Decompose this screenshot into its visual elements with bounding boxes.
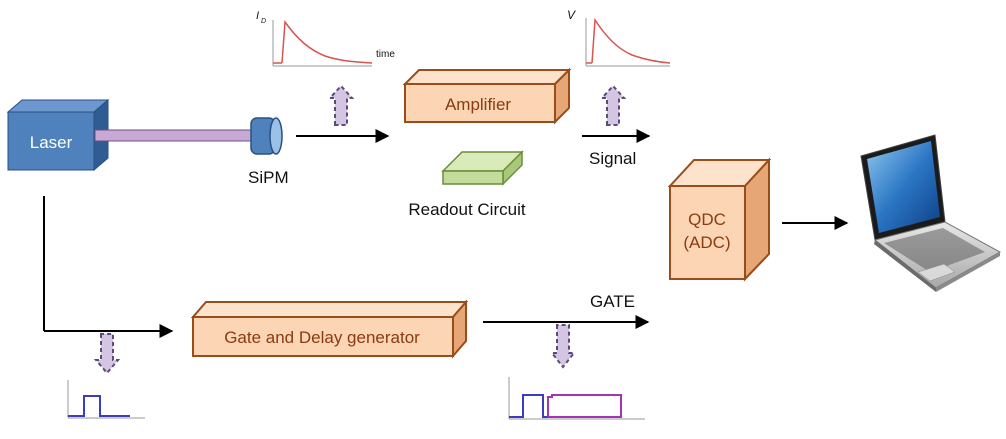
sipm-label: SiPM <box>248 168 289 187</box>
laser-block: Laser <box>6 98 110 172</box>
readout-label: Readout Circuit <box>408 200 525 219</box>
current-plot-ysub: D <box>261 18 266 25</box>
amplifier-label: Amplifier <box>445 95 511 114</box>
readout-circuit-board <box>441 150 524 186</box>
laptop-icon <box>860 134 1002 292</box>
dashed-arrow-icon <box>599 84 627 126</box>
adc-label: (ADC) <box>683 233 730 252</box>
current-pulse-plot: I D time <box>256 10 395 67</box>
signal-label: Signal <box>589 149 636 168</box>
qdc-block: QDC (ADC) <box>667 157 772 282</box>
amplifier-block: Amplifier <box>402 67 572 125</box>
dashed-arrow-icon <box>93 333 121 375</box>
voltage-plot-ylabel: V <box>567 8 576 22</box>
gate-label: GATE <box>590 292 635 311</box>
qdc-label: QDC <box>688 210 726 229</box>
voltage-pulse-plot: V <box>567 8 671 67</box>
gate-delay-label: Gate and Delay generator <box>224 328 420 347</box>
dashed-arrow-icon <box>549 324 577 369</box>
gate-timing-plot <box>508 377 645 420</box>
trigger-pulse-plot <box>67 380 145 419</box>
gate-delay-generator-block: Gate and Delay generator <box>190 299 469 359</box>
sipm-detector-icon <box>250 117 283 155</box>
dashed-arrow-icon <box>327 84 355 126</box>
current-plot-ylabel: I <box>256 10 259 22</box>
optical-fiber <box>94 129 256 142</box>
laser-label: Laser <box>30 133 73 152</box>
current-plot-xlabel: time <box>376 49 395 60</box>
